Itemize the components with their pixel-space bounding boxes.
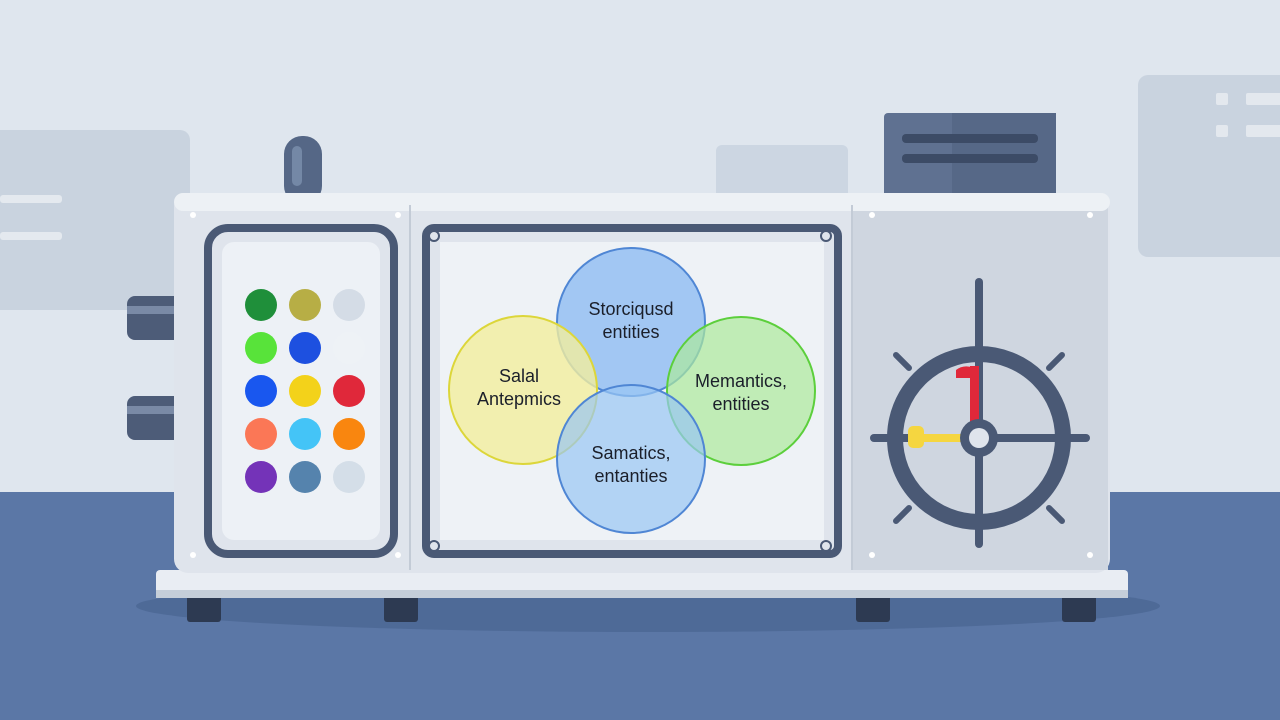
crosshair-dial-icon	[870, 278, 1090, 548]
color-swatch	[333, 332, 365, 364]
color-swatch	[245, 332, 277, 364]
knob-icon	[127, 296, 187, 440]
venn-label-bottom: Samatics, entanties	[591, 443, 671, 486]
venn-label-right: Memantics, entities	[694, 371, 788, 414]
background-panel-right	[1138, 75, 1280, 257]
swatch-grid	[245, 289, 365, 493]
color-swatch	[289, 461, 321, 493]
color-swatch	[289, 332, 321, 364]
color-swatch	[333, 289, 365, 321]
color-swatch	[333, 418, 365, 450]
pipe-icon	[284, 136, 322, 204]
color-swatch	[333, 375, 365, 407]
rivets	[190, 212, 1093, 558]
sign-board-icon	[884, 113, 1056, 203]
color-swatch	[289, 418, 321, 450]
venn-label-top: Storciqusd entities	[588, 299, 674, 342]
venn-circle-left	[448, 315, 598, 465]
background-panel-left	[0, 130, 190, 310]
screen-frame	[422, 224, 842, 558]
color-swatch	[289, 375, 321, 407]
swatch-panel-frame	[204, 224, 398, 558]
color-swatch	[245, 418, 277, 450]
venn-diagram	[448, 247, 816, 534]
venn-circle-right	[666, 316, 816, 466]
machine-feet	[187, 594, 1096, 622]
color-swatch	[333, 461, 365, 493]
color-swatch	[245, 461, 277, 493]
color-swatch	[289, 289, 321, 321]
venn-circle-bottom	[556, 384, 706, 534]
color-swatch	[245, 289, 277, 321]
color-swatch	[245, 375, 277, 407]
venn-label-left: Salal Antepmics	[476, 366, 562, 409]
